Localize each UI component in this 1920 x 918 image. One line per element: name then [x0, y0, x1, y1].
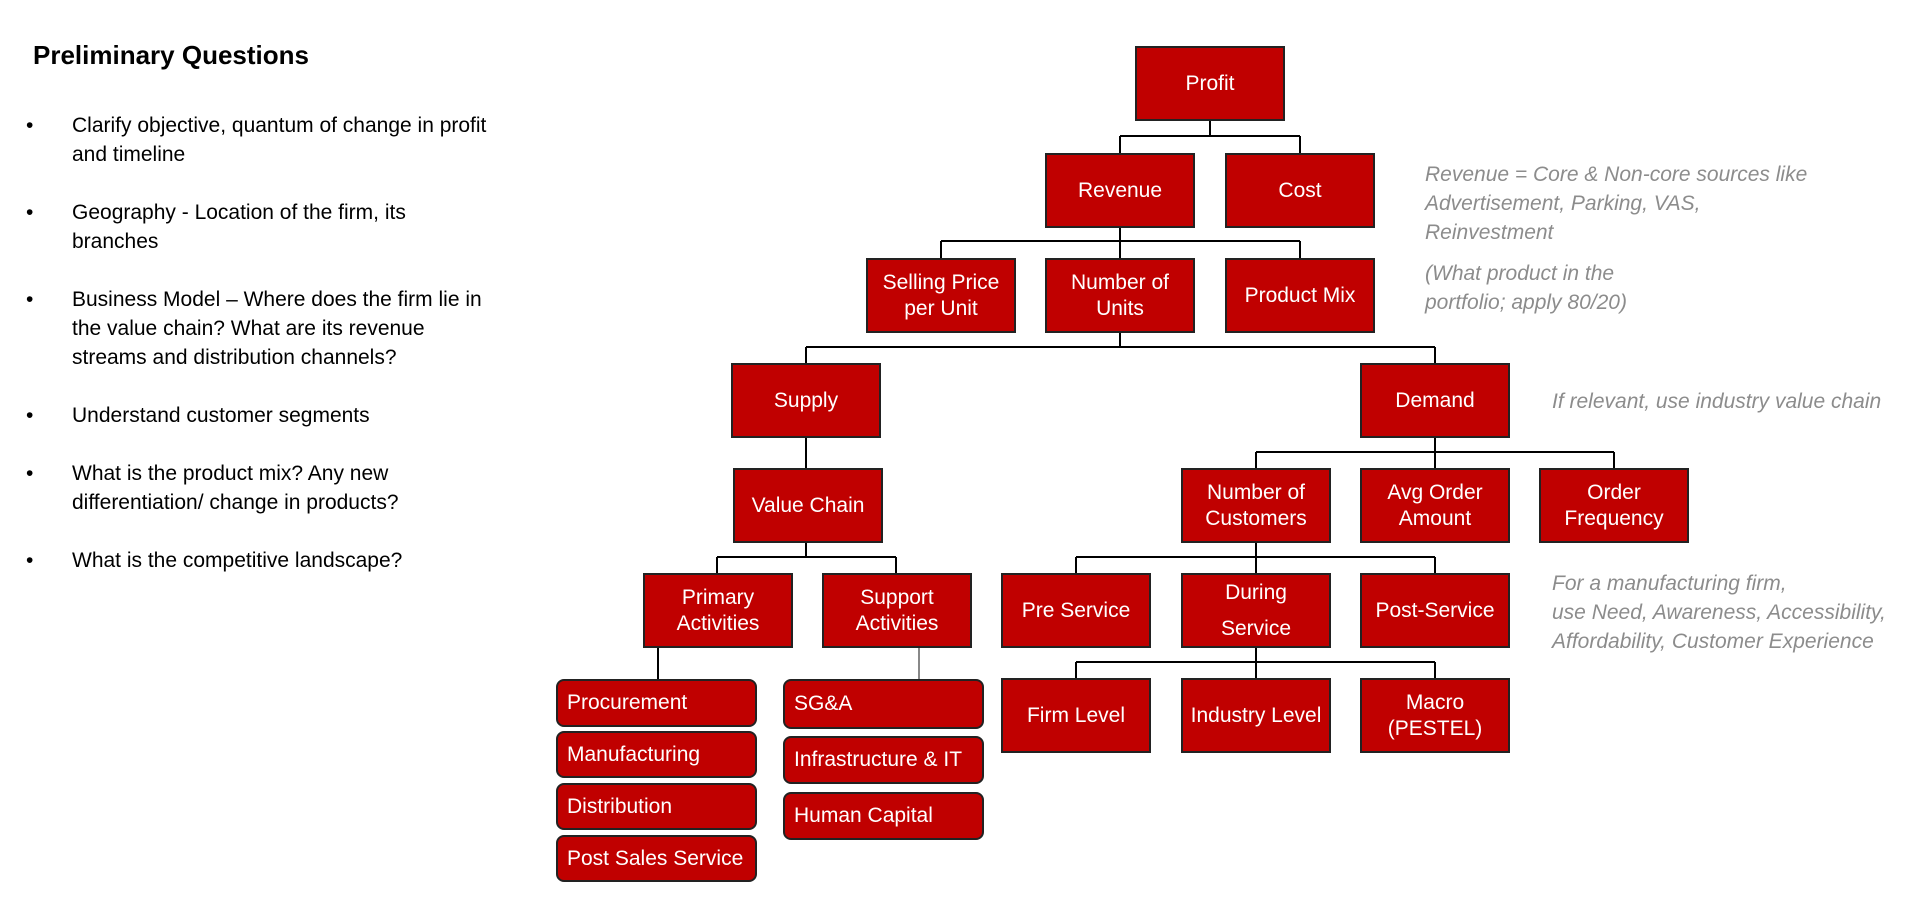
selling-price-box: Selling Price per Unit	[866, 258, 1016, 333]
value-chain-box: Value Chain	[733, 468, 883, 543]
bullet-icon: •	[26, 462, 34, 485]
human-capital-item: Human Capital	[783, 792, 984, 840]
question-text: Understand customer segments	[72, 404, 370, 427]
bullet-icon: •	[26, 288, 34, 311]
bullet-icon: •	[26, 549, 34, 572]
connector-line	[1255, 438, 1615, 468]
question-text: Business Model – Where does the firm lie…	[72, 288, 482, 369]
pre-service-box: Pre Service	[1001, 573, 1151, 648]
question-item: • Understand customer segments	[26, 401, 496, 430]
avg-order-amount-box: Avg Order Amount	[1360, 468, 1510, 543]
connector-line	[805, 333, 1436, 363]
post-sales-service-item: Post Sales Service	[556, 835, 757, 882]
distribution-item: Distribution	[556, 783, 757, 830]
order-frequency-box: Order Frequency	[1539, 468, 1689, 543]
connector-line	[940, 228, 1301, 258]
profit-box: Profit	[1135, 46, 1285, 121]
manufacturing-item: Manufacturing	[556, 731, 757, 778]
connector-line	[1119, 121, 1301, 153]
primary-activities-box: Primary Activities	[643, 573, 793, 648]
post-service-box: Post-Service	[1360, 573, 1510, 648]
support-activities-box: Support Activities	[822, 573, 972, 648]
question-item: • Clarify objective, quantum of change i…	[26, 111, 496, 169]
question-text: Geography - Location of the firm, its br…	[72, 201, 406, 253]
revenue-box: Revenue	[1045, 153, 1195, 228]
bullet-icon: •	[26, 201, 34, 224]
during-service-box: During Service	[1181, 573, 1331, 648]
supply-box: Supply	[731, 363, 881, 438]
macro-pestel-box: Macro (PESTEL)	[1360, 678, 1510, 753]
product-mix-box: Product Mix	[1225, 258, 1375, 333]
bullet-icon: •	[26, 114, 34, 137]
connector-line	[716, 543, 897, 573]
question-item: • Business Model – Where does the firm l…	[26, 285, 496, 372]
number-of-customers-box: Number of Customers	[1181, 468, 1331, 543]
question-item: • What is the product mix? Any new diffe…	[26, 459, 496, 517]
preliminary-questions-panel: Preliminary Questions • Clarify objectiv…	[0, 0, 520, 918]
question-item: • Geography - Location of the firm, its …	[26, 198, 496, 256]
product-mix-note: (What product in the portfolio; apply 80…	[1425, 262, 1627, 314]
bullet-icon: •	[26, 404, 34, 427]
procurement-item: Procurement	[556, 679, 757, 727]
number-of-units-box: Number of Units	[1045, 258, 1195, 333]
sga-item: SG&A	[783, 679, 984, 729]
preliminary-questions-title: Preliminary Questions	[33, 40, 309, 70]
connector-line	[1075, 648, 1436, 678]
revenue-note: Revenue = Core & Non-core sources like A…	[1425, 163, 1808, 244]
question-text: What is the product mix? Any new differe…	[72, 462, 399, 514]
cost-box: Cost	[1225, 153, 1375, 228]
infrastructure-it-item: Infrastructure & IT	[783, 736, 984, 784]
question-text: What is the competitive landscape?	[72, 549, 403, 572]
firm-level-box: Firm Level	[1001, 678, 1151, 753]
demand-note: If relevant, use industry value chain	[1552, 390, 1882, 413]
manufacturing-note: For a manufacturing firm, use Need, Awar…	[1552, 572, 1886, 653]
industry-level-box: Industry Level	[1181, 678, 1331, 753]
demand-box: Demand	[1360, 363, 1510, 438]
question-item: • What is the competitive landscape?	[26, 546, 496, 575]
connector-line	[1075, 543, 1436, 573]
question-text: Clarify objective, quantum of change in …	[72, 114, 487, 166]
